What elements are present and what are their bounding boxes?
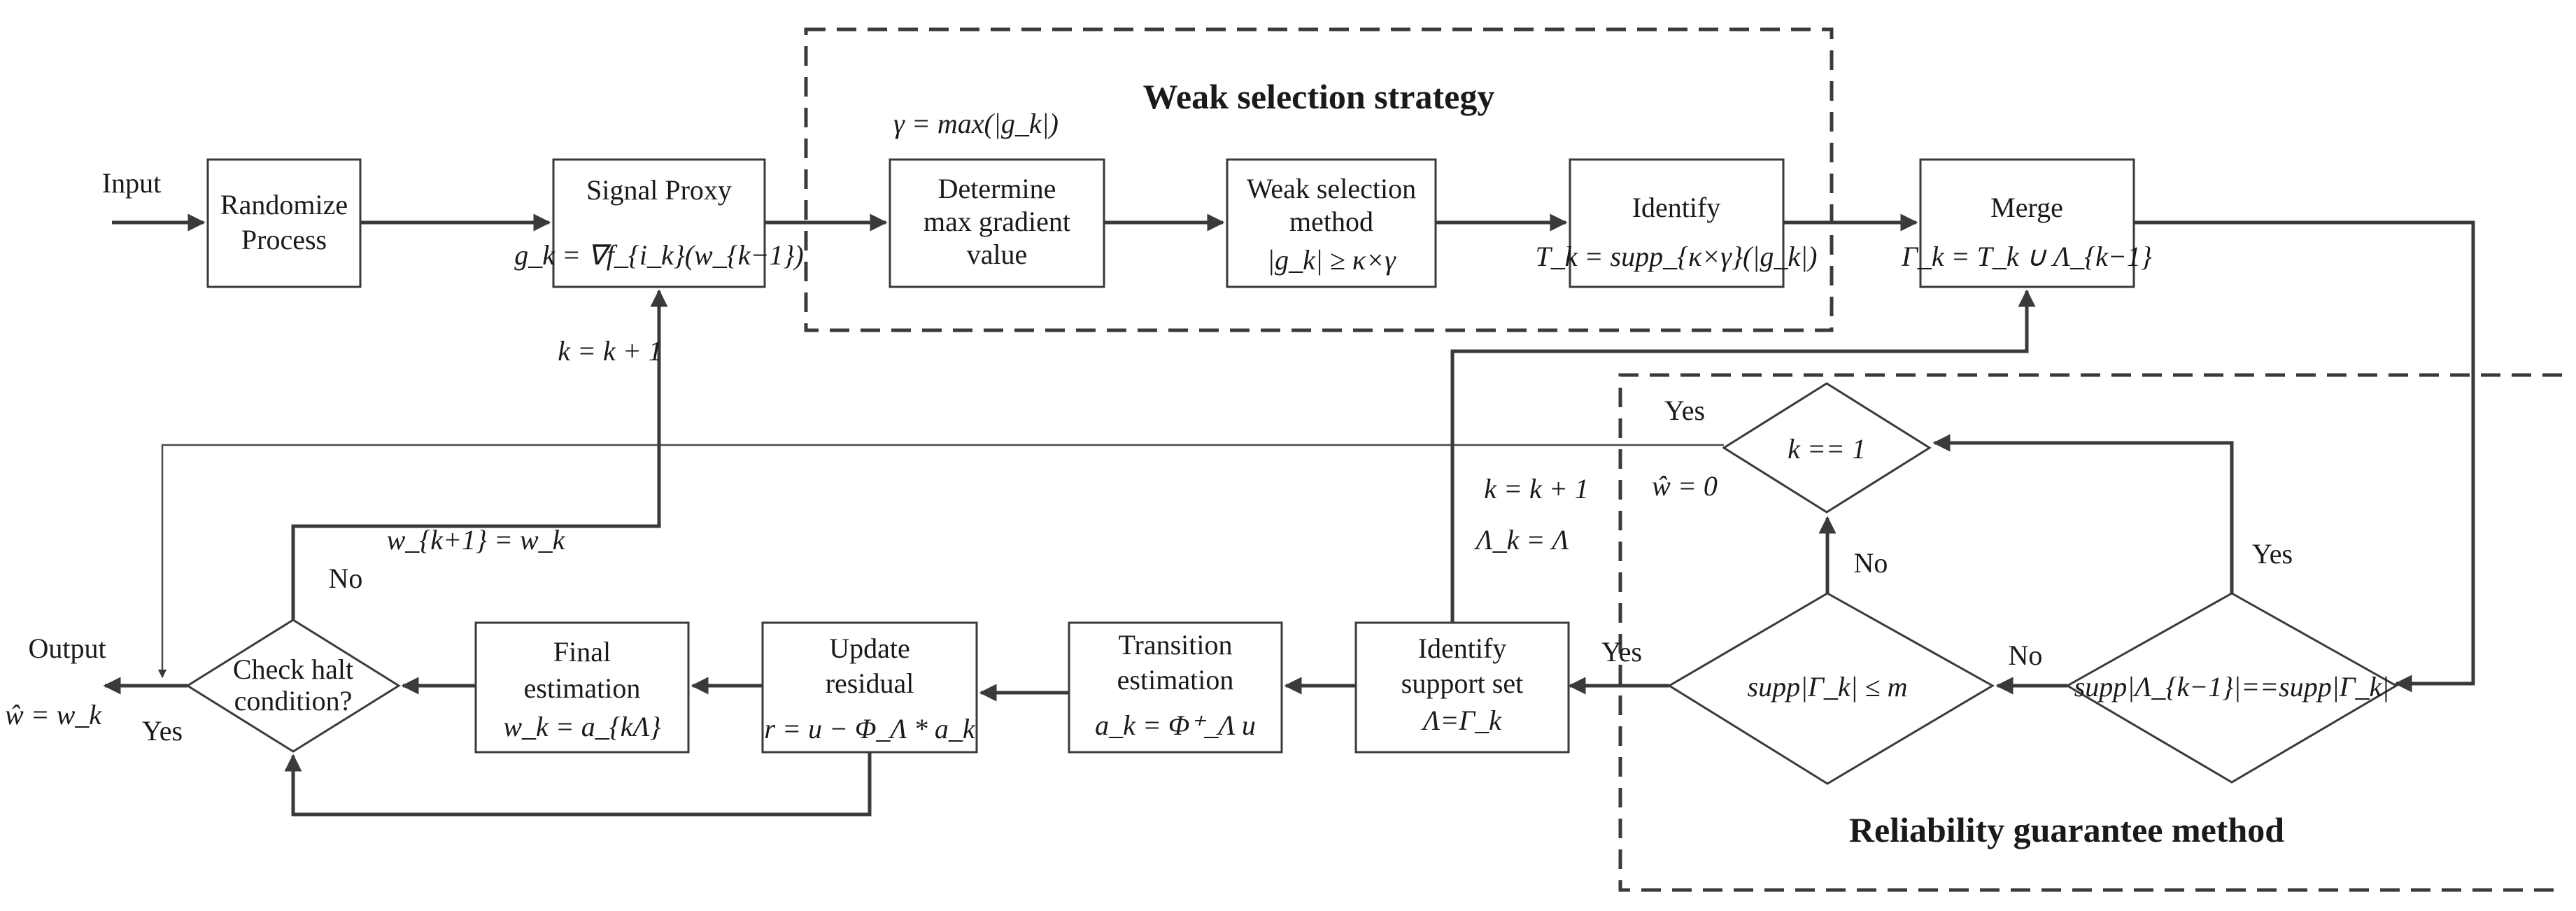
output-label: Output — [28, 633, 106, 664]
arrow-check-no-proxy — [291, 289, 668, 620]
gamma-definition: γ = max(|g_k|) — [893, 108, 1059, 139]
transition-label-2: estimation — [1117, 664, 1234, 695]
label-no-supp-eq: No — [2009, 640, 2043, 671]
randomize-process-box: Randomize Process — [206, 158, 362, 288]
label-k-increment-top: k = k + 1 — [558, 335, 663, 367]
label-w-zero: ŵ = 0 — [1652, 470, 1718, 502]
merge-label: Merge — [1990, 192, 2063, 223]
input-label: Input — [102, 167, 161, 199]
decision-supp-eq-formula: supp|Λ_{k−1}|==supp|Γ_k| — [2074, 671, 2390, 702]
max-gradient-label-2: max gradient — [923, 206, 1070, 237]
label-no-supp-m: No — [1854, 547, 1888, 579]
signal-proxy-formula: g_k = ∇f_{i_k}(w_{k−1}) — [514, 239, 804, 271]
label-yes-k1: Yes — [1664, 395, 1705, 426]
decision-k-equals-1: k == 1 — [1722, 382, 1932, 514]
identify-box: Identify T_k = supp_{κ×γ}(|g_k|) — [1536, 158, 1818, 288]
weak-method-label-1: Weak selection — [1247, 173, 1416, 204]
arrow-residual-check — [284, 752, 872, 817]
check-halt-diamond: Check halt condition? — [185, 619, 401, 753]
label-k-increment-right: k = k + 1 — [1484, 473, 1589, 504]
identify-label: Identify — [1632, 192, 1721, 223]
check-halt-label-1: Check halt — [233, 654, 353, 685]
signal-proxy-label: Signal Proxy — [586, 174, 732, 206]
identify-support-formula: Λ=Γ_k — [1420, 705, 1502, 736]
merge-formula: Γ_k = T_k ∪ Λ_{k−1} — [1901, 241, 2152, 272]
max-gradient-label-1: Determine — [938, 173, 1056, 204]
decision-supp-le-m: supp|Γ_k| ≤ m — [1667, 592, 1995, 785]
output-formula: ŵ = w_k — [5, 699, 102, 730]
weak-selection-region — [804, 27, 1834, 332]
transition-formula: a_k = Φ⁺_Λ u — [1095, 709, 1256, 741]
arrow-k1-yes-output — [157, 444, 1724, 679]
update-residual-formula: r = u − Φ_Λ * a_k — [764, 713, 975, 744]
label-no-check: No — [329, 563, 363, 594]
weak-method-label-2: method — [1289, 206, 1373, 237]
transition-label-1: Transition — [1118, 629, 1232, 661]
identify-formula: T_k = supp_{κ×γ}(|g_k|) — [1536, 241, 1818, 272]
decision-supp-equal: supp|Λ_{k−1}|==supp|Γ_k| — [2065, 592, 2399, 784]
update-residual-label-1: Update — [829, 633, 910, 664]
weak-selection-title: Weak selection strategy — [1143, 77, 1495, 116]
arrow-supp-eq-yes — [1932, 434, 2234, 593]
final-estimation-label-2: estimation — [524, 672, 641, 704]
transition-estimation-box: Transition estimation a_k = Φ⁺_Λ u — [1068, 621, 1283, 754]
merge-box: Merge Γ_k = T_k ∪ Λ_{k−1} — [1901, 158, 2152, 288]
identify-support-box: Identify support set Λ=Γ_k — [1354, 621, 1570, 754]
identify-support-label-1: Identify — [1418, 633, 1507, 664]
update-residual-box: Update residual r = u − Φ_Λ * a_k — [761, 621, 978, 754]
arrow-support-merge — [1450, 289, 2036, 623]
final-estimation-box: Final estimation w_k = a_{kΛ} — [474, 621, 690, 754]
max-gradient-box: Determine max gradient value — [889, 158, 1105, 288]
weak-selection-method-box: Weak selection method |g_k| ≥ κ×γ — [1226, 158, 1437, 288]
reliability-region — [1618, 373, 2562, 892]
weak-method-formula: |g_k| ≥ κ×γ — [1267, 244, 1396, 276]
label-yes-supp-eq: Yes — [2252, 538, 2293, 570]
identify-support-label-2: support set — [1401, 668, 1523, 699]
label-yes-check: Yes — [142, 715, 183, 747]
max-gradient-label-3: value — [967, 239, 1028, 270]
reliability-title: Reliability guarantee method — [1849, 810, 2284, 849]
randomize-label-2: Process — [241, 224, 327, 255]
decision-k1-formula: k == 1 — [1788, 433, 1866, 465]
check-halt-label-2: condition? — [234, 685, 353, 716]
randomize-label-1: Randomize — [220, 189, 348, 220]
signal-proxy-box: Signal Proxy g_k = ∇f_{i_k}(w_{k−1}) — [514, 158, 804, 288]
label-yes-supp-m: Yes — [1601, 636, 1642, 668]
update-residual-label-2: residual — [826, 668, 914, 699]
final-estimation-formula: w_k = a_{kΛ} — [503, 711, 660, 742]
label-lambda-assign: Λ_k = Λ — [1473, 524, 1569, 556]
label-w-update: w_{k+1} = w_k — [387, 524, 566, 556]
decision-supp-m-formula: supp|Γ_k| ≤ m — [1748, 671, 1908, 702]
final-estimation-label-1: Final — [553, 636, 611, 668]
arrow-merge-to-supp-eq — [2134, 220, 2475, 693]
